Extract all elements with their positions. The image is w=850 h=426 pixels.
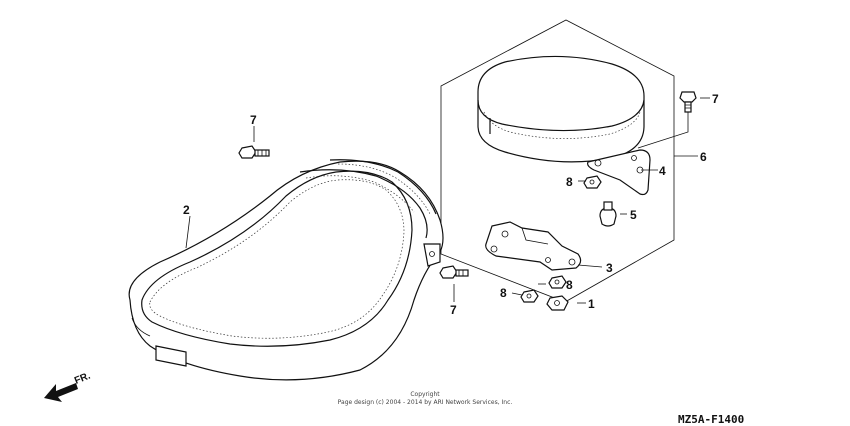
nut-left (520, 289, 539, 303)
diagram-code: MZ5A-F1400 (678, 413, 744, 426)
front-direction-arrow-icon (44, 383, 78, 402)
seat-bracket (485, 221, 582, 271)
grommet-nut-5 (599, 201, 617, 227)
flange-nut-1 (546, 295, 569, 311)
callout-2: 2 (183, 203, 190, 217)
callout-3: 3 (606, 261, 613, 275)
leader-lines (185, 97, 710, 304)
copyright-line-1: Copyright (410, 391, 440, 398)
callout-8-middle: 8 (566, 278, 573, 292)
callout-8-upper: 8 (566, 175, 573, 189)
pillion-seat (477, 55, 645, 163)
nut-kit-upper (583, 175, 602, 189)
bolt-top-left (238, 145, 270, 159)
callout-7-top-right: 7 (712, 92, 719, 106)
bolt-bottom-middle (439, 265, 469, 279)
front-direction-label: FR. (73, 370, 92, 386)
rider-seat (128, 159, 444, 381)
bolt-top-right (679, 91, 697, 113)
callout-7-bottom: 7 (450, 303, 457, 317)
kit-outline-box (440, 19, 675, 303)
callout-8-lower: 8 (500, 286, 507, 300)
copyright-line-2: Page design (c) 2004 - 2014 by ARI Netwo… (338, 399, 513, 406)
callout-4: 4 (659, 164, 666, 178)
nut-kit-lower (548, 275, 567, 289)
callout-1: 1 (588, 297, 595, 311)
callout-6: 6 (700, 150, 707, 164)
callout-5: 5 (630, 208, 637, 222)
callout-7-top-left: 7 (250, 113, 257, 127)
